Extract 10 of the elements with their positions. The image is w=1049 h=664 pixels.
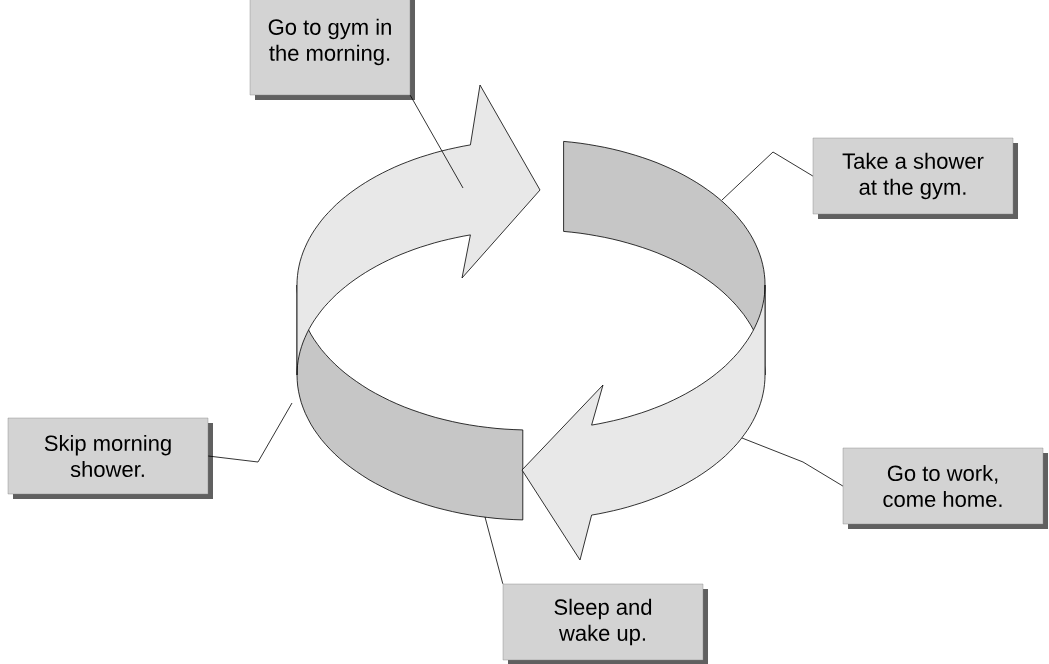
- leader-line: [409, 94, 464, 189]
- text-box: Go to work, come home.: [842, 447, 1048, 529]
- leader-line: [207, 402, 293, 463]
- text-box: Skip morning shower.: [7, 417, 213, 499]
- leader-line: [484, 516, 504, 585]
- text-box: Sleep and wake up.: [502, 583, 708, 664]
- text-box: Go to gym in the morning.: [249, 0, 415, 100]
- leader-line: [741, 437, 844, 487]
- leader-line: [721, 151, 814, 201]
- text-box: Take a shower at the gym.: [812, 137, 1018, 219]
